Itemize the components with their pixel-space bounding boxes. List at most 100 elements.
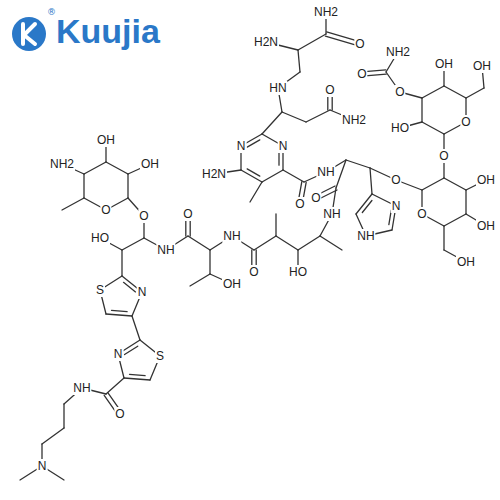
atom-label: O <box>394 85 405 99</box>
atom-label: N <box>37 459 48 473</box>
atom-label: OH <box>456 255 476 269</box>
bond-line <box>356 194 372 214</box>
atom-label: O <box>438 149 449 163</box>
atom-label: O <box>390 173 401 187</box>
bond-line <box>247 140 260 147</box>
bond-line <box>276 236 298 250</box>
atom-label: O <box>294 197 305 211</box>
bond-line <box>262 170 283 182</box>
bond-line <box>42 428 64 444</box>
brand-name: Kuujia <box>56 14 160 48</box>
bond-line <box>124 378 150 380</box>
atom-label: NH2 <box>341 113 367 127</box>
atom-label: NH <box>222 229 241 243</box>
bond-line <box>465 190 466 214</box>
bond-line <box>275 214 276 236</box>
bond-line <box>124 282 136 292</box>
bond-line <box>84 162 106 174</box>
atom-label: O <box>114 407 125 421</box>
bond-line <box>444 214 466 226</box>
atom-label: OH <box>434 57 454 71</box>
atom-label: NH <box>316 165 335 179</box>
atom-label: OH <box>140 157 160 171</box>
bond-line <box>444 86 466 98</box>
atom-label: O <box>460 115 471 129</box>
bond-line <box>130 374 146 375</box>
bond-line <box>283 170 304 182</box>
atom-label: S <box>95 283 105 297</box>
atom-label: OH <box>472 59 492 73</box>
bond-line <box>106 162 128 174</box>
bond-line <box>62 198 84 210</box>
bond-line <box>422 122 444 134</box>
bond-line <box>362 200 372 212</box>
bond-line <box>112 310 128 311</box>
bond-line <box>125 346 138 354</box>
bond-line <box>63 404 64 428</box>
bond-line <box>298 236 320 250</box>
bond-line <box>466 88 484 98</box>
bond-line <box>320 236 342 250</box>
bond-line <box>254 236 276 250</box>
atom-label: O <box>324 83 335 97</box>
atom-label: NH <box>72 381 91 395</box>
bond-line <box>209 250 210 274</box>
bond-line <box>443 226 444 250</box>
atom-label: NH <box>356 229 375 243</box>
atom-label: NH2 <box>313 5 339 19</box>
atom-label: NH <box>322 207 341 221</box>
atom-label: O <box>182 207 193 221</box>
atom-label: S <box>155 349 165 363</box>
atom-label: H2N <box>253 35 279 49</box>
atom-label: O <box>100 203 111 217</box>
atom-label: O <box>310 191 321 205</box>
bond-line <box>346 160 370 168</box>
bond-line <box>83 174 84 198</box>
atom-label: N <box>113 347 124 361</box>
bond-line <box>370 168 372 194</box>
bond-line <box>190 274 210 286</box>
atom-label: O <box>248 265 259 279</box>
atom-label: NH2 <box>49 157 75 171</box>
logo-circle <box>12 17 46 51</box>
atom-label: NH2 <box>385 45 411 59</box>
atom-label: HO <box>288 265 308 279</box>
bond-line <box>422 86 444 98</box>
bond-line <box>262 112 282 134</box>
atom-label: OH <box>222 277 242 291</box>
atom-label: HO <box>390 121 410 135</box>
atom-label: N <box>391 199 402 213</box>
bond-line <box>247 169 260 176</box>
bond-line <box>250 182 262 202</box>
atom-label: H2N <box>201 167 227 181</box>
atom-label: N <box>278 139 289 153</box>
bond-line <box>336 160 346 188</box>
bond-line <box>282 112 306 122</box>
atom-label: N <box>236 139 247 153</box>
bond-line <box>444 178 466 190</box>
bond-line <box>122 238 144 250</box>
bond-line <box>106 314 132 316</box>
atom-label: OH <box>476 219 496 233</box>
bond-line <box>132 316 140 340</box>
atom-label: HN <box>268 81 287 95</box>
bond-line <box>188 236 210 250</box>
atom-label: O <box>416 207 427 221</box>
atom-label: HO <box>90 231 110 245</box>
atom-label: N <box>137 285 148 299</box>
bond-line <box>298 50 300 72</box>
atom-label: OH <box>476 173 496 187</box>
atom-label: O <box>356 67 367 81</box>
atom-label: O <box>354 37 365 51</box>
bond-line <box>306 110 330 122</box>
bond-line <box>298 34 326 50</box>
bond-line <box>121 250 122 276</box>
atom-label: O <box>138 209 149 223</box>
bond-line <box>106 378 124 394</box>
registered-mark: ® <box>47 8 56 17</box>
logo-mark <box>23 24 35 44</box>
bond-line <box>127 174 128 198</box>
